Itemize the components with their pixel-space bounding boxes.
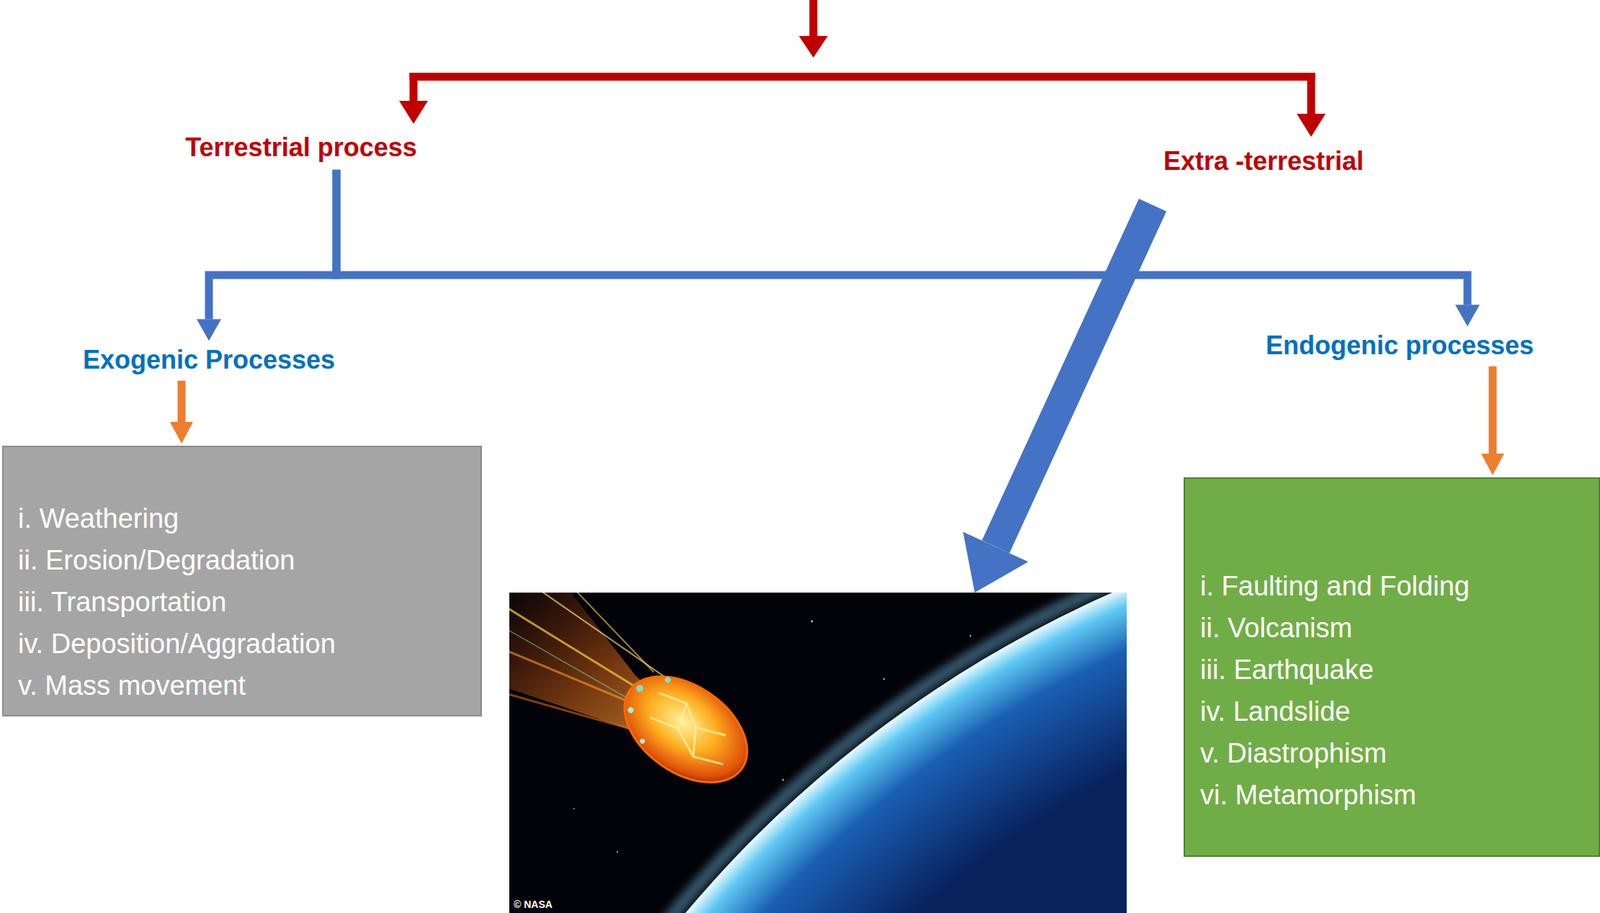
star (969, 635, 972, 637)
image-frame: © NASA (509, 592, 1127, 913)
star (782, 779, 785, 782)
meteor-speck (634, 683, 645, 694)
streak (538, 592, 668, 680)
star (616, 851, 619, 853)
meteor-speck (626, 706, 635, 715)
streak (574, 592, 654, 673)
flow-arrow (995, 205, 1153, 548)
arrow-shaft (809, 0, 818, 38)
list-item: v. Mass movement (18, 664, 246, 707)
star (573, 808, 575, 810)
bracket-line (409, 72, 1316, 81)
process-heading: Exogenic Processes (82, 345, 335, 375)
streak (509, 628, 632, 701)
heading-text: Endogenic processes (1265, 330, 1534, 361)
list-item: ii. Volcanism (1200, 607, 1353, 650)
atmosphere-glow (509, 592, 1127, 913)
arrow-head (1296, 113, 1326, 137)
list-item: ii. Erosion/Degradation (18, 539, 295, 582)
meteor-body (605, 654, 767, 804)
list-box: i. Faulting and Foldingii. Volcanismiii.… (1183, 477, 1600, 858)
list-item: v. Diastrophism (1200, 732, 1387, 775)
heading-text: Extra -terrestrial (1163, 146, 1364, 176)
flow-arrow (177, 381, 186, 423)
list-item: i. Faulting and Folding (1200, 565, 1470, 608)
credit-text: © NASA (513, 899, 553, 911)
list-item: iv. Deposition/Aggradation (18, 623, 336, 665)
arrow-head (399, 100, 428, 124)
meteor-cracks (640, 687, 740, 774)
arrow-head (798, 36, 828, 58)
earth (509, 592, 1127, 913)
flow-arrow (1489, 366, 1497, 454)
process-heading: Terrestrial process (185, 132, 418, 163)
flow-arrow (208, 170, 337, 320)
process-heading: Endogenic processes (1265, 330, 1534, 361)
star (811, 620, 814, 624)
meteor (605, 654, 767, 804)
star (883, 678, 885, 681)
list-item: iii. Earthquake (1200, 649, 1374, 691)
process-heading: Extra -terrestrial (1163, 146, 1364, 176)
flow-arrow (336, 170, 1468, 306)
list-box: i. Weatheringii. Erosion/Degradationiii.… (2, 445, 482, 717)
meteor-illustration (509, 592, 1127, 913)
list-item: iv. Landslide (1200, 690, 1351, 733)
arrow-shaft (409, 72, 418, 104)
list-item: iii. Transportation (18, 581, 227, 624)
list-item: vi. Metamorphism (1200, 774, 1417, 817)
arrow-shaft (1307, 72, 1316, 116)
heading-text: Terrestrial process (185, 132, 418, 163)
list-item: i. Weathering (18, 497, 179, 540)
meteor-speck (638, 738, 647, 746)
heading-text: Exogenic Processes (82, 345, 335, 375)
meteor-speck (663, 676, 672, 685)
